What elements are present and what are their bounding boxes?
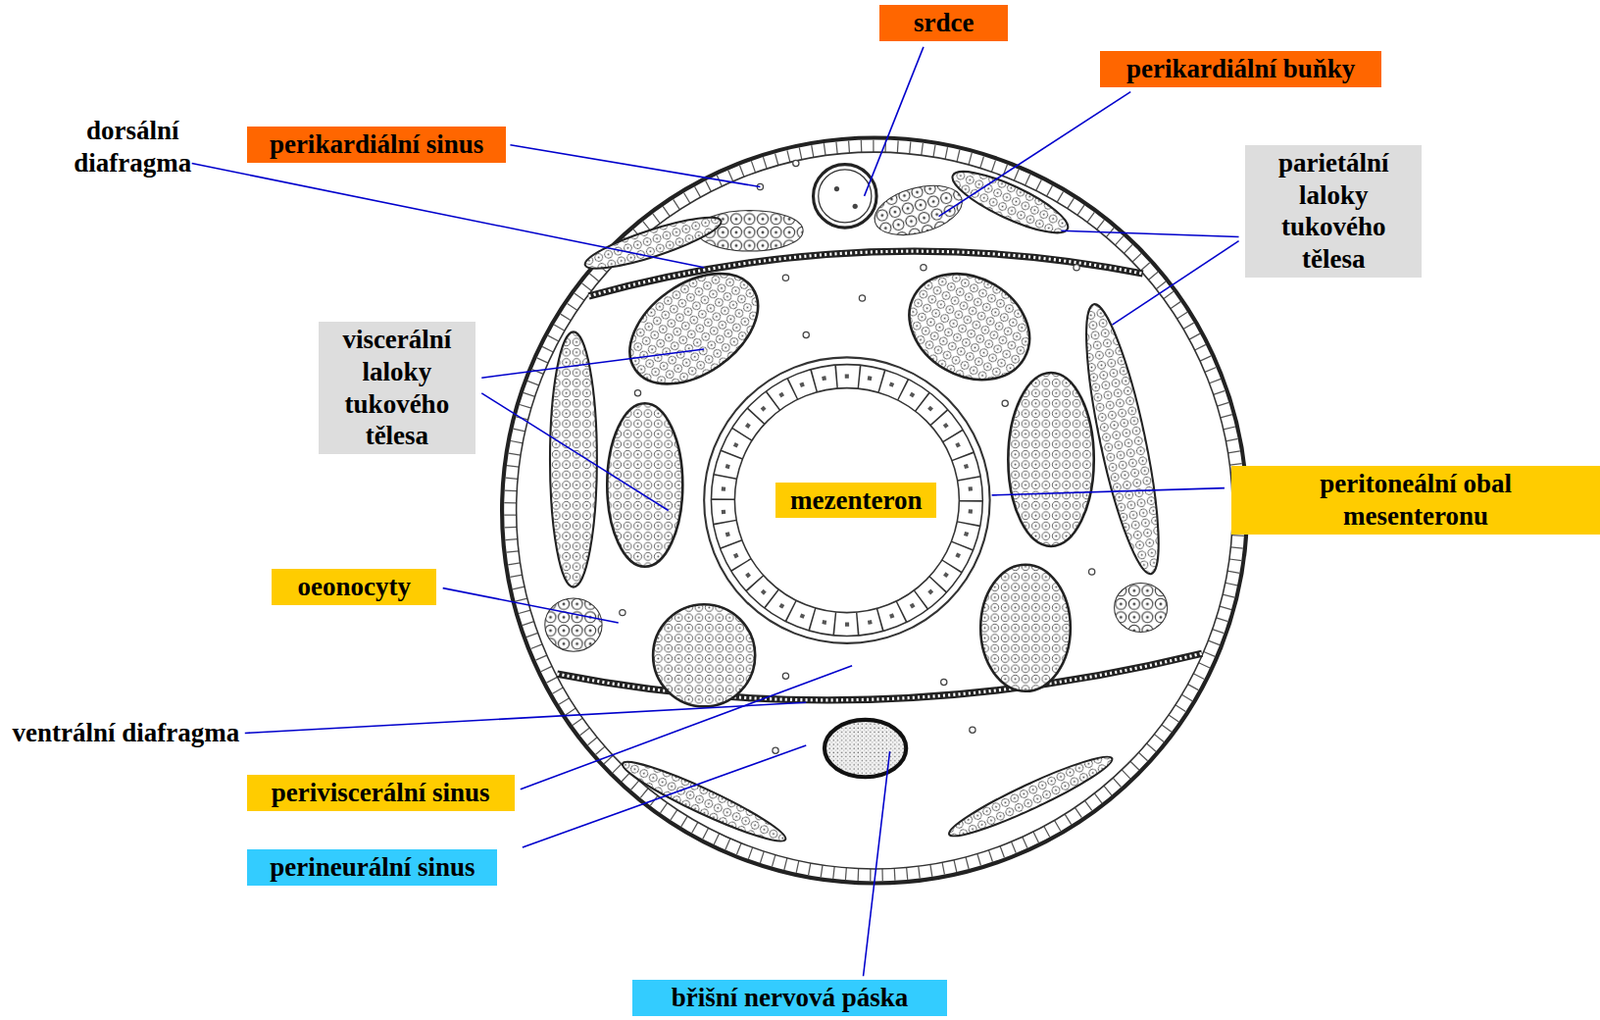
fat-lobe: [980, 564, 1071, 692]
label-text: parietální laloky tukového tělesa: [1264, 147, 1402, 277]
label-box: periviscerální sinus: [247, 774, 515, 811]
label-box: oeonocyty: [271, 568, 438, 605]
fat-lobe: [550, 331, 598, 587]
oenocyte-cluster: [545, 598, 602, 651]
gut-lumen: [734, 388, 959, 613]
label-text: dorsální diafragma: [73, 115, 192, 178]
pericardial-cells: [869, 176, 968, 244]
nerve-cord: [824, 719, 906, 777]
label-text: peritoneální obal mesenteronu: [1298, 467, 1534, 533]
fat-lobe: [944, 747, 1118, 846]
heart-lining: [818, 169, 872, 223]
label-box: břišní nervová páska: [632, 979, 948, 1016]
hemocyte: [852, 203, 858, 209]
label-box: perineurální sinus: [247, 849, 498, 886]
label-box: perikardiální sinus: [247, 126, 506, 163]
label-box: mezenteron: [775, 482, 937, 519]
hemocyte: [834, 186, 840, 192]
gut-epithelium: [722, 376, 971, 625]
gut-wall: [710, 364, 983, 637]
epithelial-nuclei: [722, 376, 971, 625]
fat-lobe: [652, 603, 755, 706]
label-box: parietální laloky tukového tělesa: [1245, 145, 1422, 279]
hemocytes: [619, 159, 1096, 753]
label-text: perikardiální buňky: [1111, 52, 1370, 86]
fat-lobe: [1007, 372, 1094, 547]
hypodermis: [509, 146, 1239, 875]
label-box: viscerální laloky tukového tělesa: [318, 321, 476, 455]
basement-membrane: [516, 151, 1234, 869]
label-box: srdce: [879, 4, 1008, 42]
label-text: periviscerální sinus: [258, 776, 503, 809]
fat-lobe: [609, 250, 779, 407]
part-label: dorsální diafragma: [63, 114, 201, 180]
leader-lines: [192, 47, 1240, 976]
label-text: srdce: [891, 6, 997, 40]
label-text: ventrální diafragma: [11, 717, 240, 748]
label-box: perikardiální buňky: [1100, 50, 1382, 88]
oenocyte-cluster: [1114, 582, 1168, 632]
label-text: perineurální sinus: [258, 850, 486, 884]
peritoneal-sheath: [703, 356, 990, 643]
fat-lobe: [606, 402, 683, 567]
label-text: viscerální laloky tukového tělesa: [333, 323, 461, 453]
fat-lobe: [946, 160, 1075, 245]
label-text: oeonocyty: [283, 570, 426, 603]
label-text: mezenteron: [787, 484, 925, 517]
label-text: břišní nervová páska: [644, 981, 936, 1014]
label-box: peritoneální obal mesenteronu: [1231, 465, 1600, 535]
label-text: perikardiální sinus: [258, 128, 495, 161]
part-label: ventrální diafragma: [9, 716, 242, 750]
heart: [813, 164, 878, 229]
fat-lobe: [617, 751, 792, 850]
